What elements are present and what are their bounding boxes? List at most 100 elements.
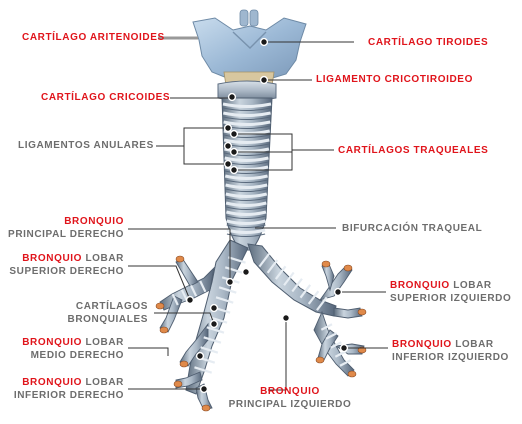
label-rulb-lobar: LOBAR <box>85 253 124 264</box>
bronchial-ring <box>215 296 234 304</box>
label-rulb-sub: SUPERIOR DERECHO <box>9 266 124 277</box>
bronchus-opening <box>321 260 331 268</box>
annular-ligament-line <box>225 206 267 210</box>
label-lmb-title: BRONQUIO <box>260 386 320 397</box>
annular-ligament-line <box>225 179 268 183</box>
tracheal-ring <box>222 111 271 117</box>
bronchus-opening <box>155 302 165 310</box>
label-lulb-lobar: LOBAR <box>453 280 492 291</box>
label-rllb-title: BRONQUIO <box>22 377 83 388</box>
bronchial-ring <box>325 332 338 340</box>
label-right-upper-lobar-bronchus: BRONQUIO LOBAR SUPERIOR DERECHO <box>9 252 124 278</box>
bronchus-opening <box>175 255 185 263</box>
label-lulb-title: BRONQUIO <box>390 280 450 291</box>
bronchus-opening <box>347 370 357 378</box>
bronchial-ring <box>224 266 243 274</box>
bronchus-opening <box>159 326 169 334</box>
tracheal-ring <box>225 192 268 198</box>
bronchial-ring <box>171 293 179 306</box>
label-rmlb-sub: MEDIO DERECHO <box>30 350 124 361</box>
bronchial-ring <box>203 336 222 344</box>
tracheal-ring <box>226 219 266 225</box>
tracheal-ring <box>223 120 271 126</box>
bronchial-ring <box>283 271 295 286</box>
label-rulb-title: BRONQUIO <box>22 253 83 264</box>
trachea <box>221 97 273 251</box>
label-lllb-lobar: LOBAR <box>455 339 494 350</box>
label-left-upper-lobar-bronchus: BRONQUIO LOBAR SUPERIOR IZQUIERDO <box>390 279 511 305</box>
bronchial-ring <box>299 284 312 299</box>
bronchus-opening <box>173 380 183 388</box>
annular-ligament-line <box>223 116 271 120</box>
annular-ligament-line <box>226 224 266 228</box>
tracheal-ring <box>226 210 267 216</box>
bronchial-ring <box>194 366 213 374</box>
label-arytenoid-cartilage: CARTÍLAGO ARITENOIDES <box>22 32 165 43</box>
label-bronchial-cartilages-1: CARTÍLAGOS <box>75 301 148 312</box>
label-right-main-bronchus-title: BRONQUIO <box>64 216 124 227</box>
label-lllb-title: BRONQUIO <box>392 339 452 350</box>
label-thyroid-cartilage: CARTÍLAGO TIROIDES <box>368 37 489 48</box>
label-cricothyroid-ligament: LIGAMENTO CRICOTIROIDEO <box>316 74 473 85</box>
bronchial-ring <box>334 350 347 358</box>
pointer-dots <box>185 37 349 394</box>
bronchial-ring <box>218 286 237 294</box>
label-rmlb-lobar: LOBAR <box>85 337 124 348</box>
tracheal-ring <box>225 183 268 189</box>
bronchus-opening <box>343 264 353 272</box>
label-lmb-sub: PRINCIPAL IZQUIERDO <box>228 399 352 410</box>
label-bronchial-cartilages: CARTÍLAGOS BRONQUIALES <box>68 300 149 326</box>
bronchial-ring <box>320 323 333 331</box>
bronchial-ring <box>209 316 228 324</box>
bronchus-opening <box>357 308 367 316</box>
label-rmlb-title: BRONQUIO <box>22 337 83 348</box>
label-bronchial-cartilages-2: BRONQUIALES <box>67 314 148 325</box>
left-main-bronchus <box>247 243 365 377</box>
tracheal-ring <box>224 174 268 180</box>
bronchus-opening <box>179 360 189 368</box>
label-lllb-sub: INFERIOR IZQUIERDO <box>392 352 509 363</box>
label-right-main-bronchus: BRONQUIO PRINCIPAL DERECHO <box>8 215 124 241</box>
tracheal-ring <box>223 138 270 144</box>
tracheal-ring <box>225 201 267 207</box>
label-left-lower-lobar-bronchus: BRONQUIO LOBAR INFERIOR IZQUIERDO <box>392 338 509 364</box>
annular-ligament-line <box>223 134 270 138</box>
tracheal-ring <box>224 156 269 162</box>
bronchial-ring <box>330 341 342 349</box>
bronchial-ring <box>258 253 270 268</box>
label-tracheal-bifurcation: BIFURCACIÓN TRAQUEAL <box>342 223 483 234</box>
annular-ligament-line <box>224 152 270 156</box>
bronchial-ring <box>227 256 246 264</box>
annular-ligament-line <box>226 215 267 219</box>
label-annular-ligaments: LIGAMENTOS ANULARES <box>18 140 154 151</box>
label-cricoid-cartilage: CARTÍLAGO CRICOIDES <box>41 92 171 103</box>
bronchial-ring <box>291 278 303 293</box>
label-rllb-sub: INFERIOR DERECHO <box>13 390 124 401</box>
label-right-middle-lobar-bronchus: BRONQUIO LOBAR MEDIO DERECHO <box>22 336 124 362</box>
bronchus-opening <box>315 356 325 364</box>
bronchial-ring <box>339 359 352 367</box>
tracheal-ring <box>222 102 272 108</box>
bronchus-opening <box>201 404 211 412</box>
bronchial-ring <box>266 259 279 274</box>
bronchial-ring <box>206 326 225 334</box>
bronchial-ring <box>307 290 320 305</box>
bronchial-ring <box>316 296 328 311</box>
bronchial-ring <box>200 346 219 354</box>
bronchial-ring <box>190 284 198 297</box>
annular-ligament-line <box>224 170 269 174</box>
bronchial-ring <box>199 280 207 293</box>
annular-ligament-line <box>225 188 268 192</box>
label-right-lower-lobar-bronchus: BRONQUIO LOBAR INFERIOR DERECHO <box>14 376 124 402</box>
thyroid-cartilage <box>192 9 307 81</box>
leader-lines <box>128 36 388 391</box>
bronchial-ring <box>274 265 287 280</box>
label-right-main-bronchus-sub: PRINCIPAL DERECHO <box>8 229 124 240</box>
annular-ligament-line <box>225 197 267 201</box>
label-tracheal-cartilages: CARTÍLAGOS TRAQUEALES <box>338 145 489 156</box>
annular-ligament-line <box>222 107 272 111</box>
label-left-main-bronchus: BRONQUIO PRINCIPAL IZQUIERDO <box>226 385 354 411</box>
label-lulb-sub: SUPERIOR IZQUIERDO <box>390 293 512 304</box>
